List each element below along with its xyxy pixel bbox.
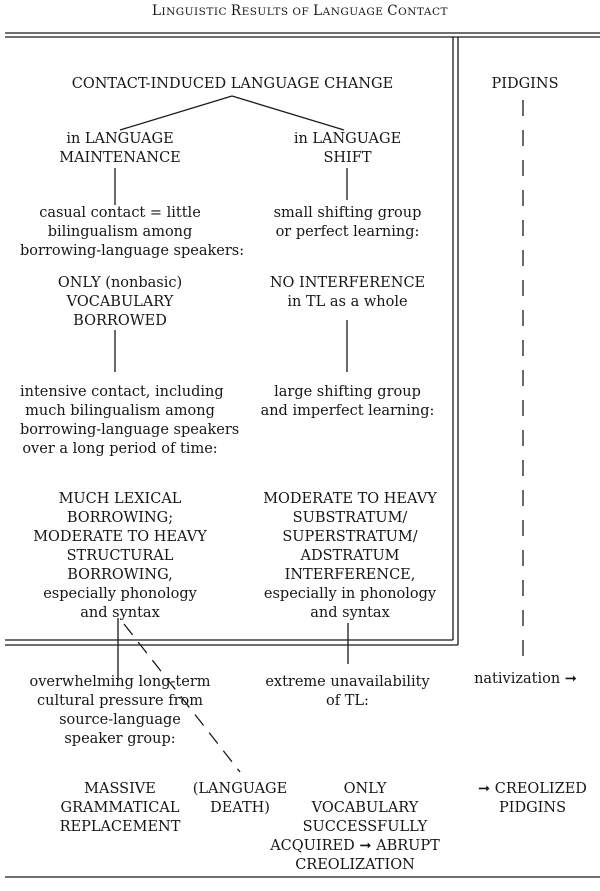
node-maintenance-result2: MUCH LEXICAL BORROWING; MODERATE TO HEAV… bbox=[33, 491, 207, 621]
dashed-line-language-death bbox=[123, 623, 241, 773]
node-root: CONTACT-INDUCED LANGUAGE CHANGE bbox=[71, 76, 394, 92]
node-shift-result1: NO INTERFERENCE in TL as a whole bbox=[269, 275, 426, 310]
node-maintenance-result3: MASSIVE GRAMMATICAL REPLACEMENT bbox=[59, 781, 181, 835]
node-shift-condition2: large shifting group and imperfect learn… bbox=[260, 384, 435, 419]
node-shift-branch: in LANGUAGE SHIFT bbox=[293, 131, 402, 166]
node-nativization: nativization ➞ bbox=[474, 671, 577, 687]
node-maintenance-condition1: casual contact = little bilingualism amo… bbox=[20, 205, 245, 259]
branch-line-shift bbox=[231, 95, 345, 131]
node-shift-condition1: small shifting group or perfect learning… bbox=[273, 205, 422, 240]
header-smallcaps: ESULTS OF bbox=[241, 6, 314, 18]
header-initial: R bbox=[230, 3, 242, 19]
page-header: LINGUISTIC RESULTS OF LANGUAGE CONTACT bbox=[0, 3, 600, 19]
node-maintenance-branch: in LANGUAGE MAINTENANCE bbox=[59, 131, 181, 166]
node-maintenance-result1: ONLY (nonbasic) VOCABULARY BORROWED bbox=[57, 275, 183, 329]
node-shift-result3: ONLY VOCABULARY SUCCESSFULLY bbox=[302, 781, 428, 835]
header-smallcaps: INGUISTIC bbox=[161, 6, 231, 18]
header-smallcaps: ANGUAGE bbox=[322, 6, 388, 18]
node-pidgins: PIDGINS bbox=[491, 76, 559, 92]
header-initial: L bbox=[313, 3, 323, 19]
node-creolized-pidgins: ➞ CREOLIZED PIDGINS bbox=[478, 781, 587, 816]
node-shift-result2: MODERATE TO HEAVY SUBSTRATUM/ SUPERSTRAT… bbox=[263, 491, 437, 621]
node-shift-condition3: extreme unavailability of TL: bbox=[265, 674, 430, 709]
node-maintenance-condition2: intensive contact, including much biling… bbox=[20, 384, 240, 457]
node-language-death: (LANGUAGE DEATH) bbox=[192, 781, 288, 816]
node-maintenance-condition3: overwhelming long-term cultural pressure… bbox=[29, 674, 211, 747]
header-smallcaps: ONTACT bbox=[398, 6, 448, 18]
branch-line-maintenance bbox=[119, 95, 233, 131]
header-initial: L bbox=[151, 3, 162, 19]
header-initial: C bbox=[387, 3, 399, 19]
node-shift-acquired-creolization: ACQUIRED ➞ ABRUPT CREOLIZATION bbox=[270, 838, 440, 873]
